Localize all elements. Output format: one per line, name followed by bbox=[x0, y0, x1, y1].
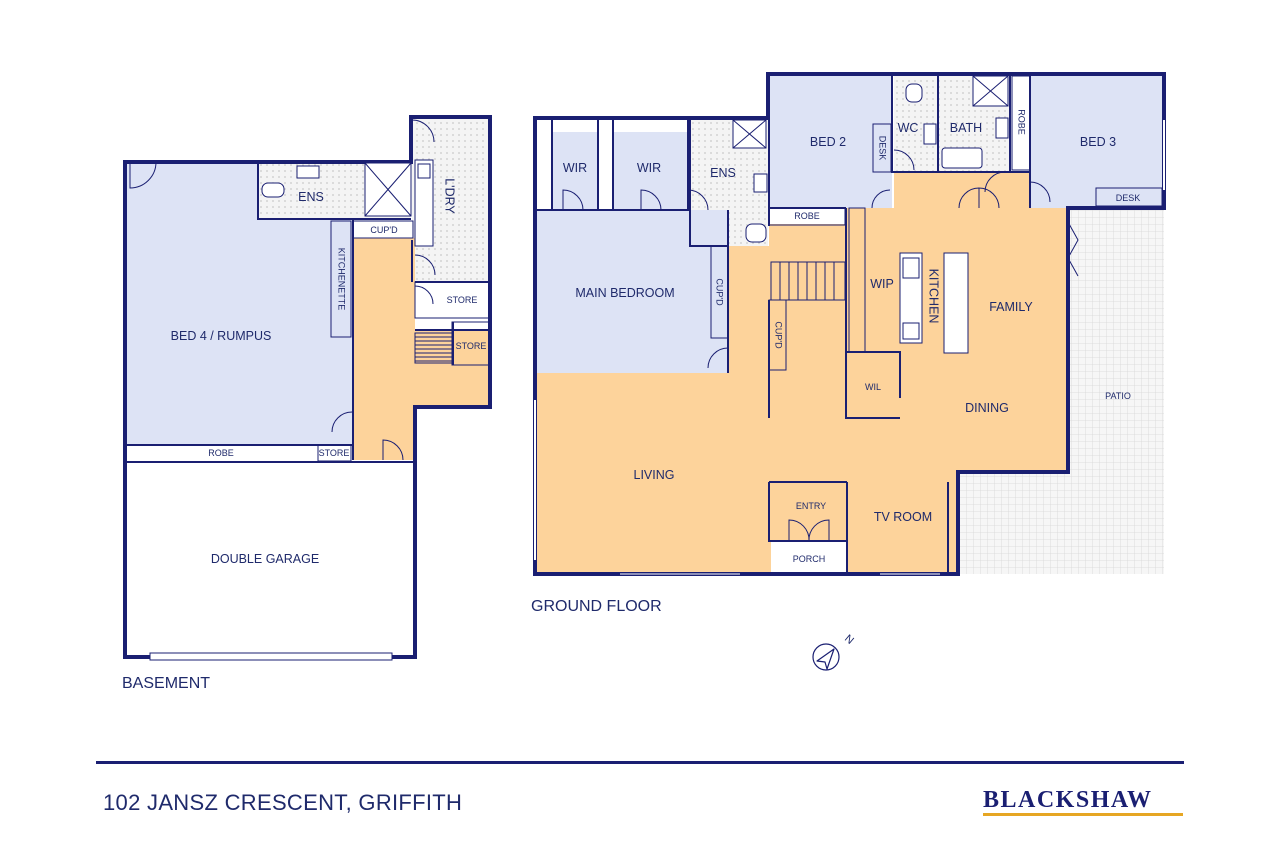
wir1-area bbox=[552, 132, 598, 210]
label-porch: PORCH bbox=[793, 554, 826, 564]
bed2-area bbox=[769, 74, 892, 208]
label-desk-bed3: DESK bbox=[1116, 193, 1141, 203]
label-wip: WIP bbox=[870, 277, 894, 291]
label-living: LIVING bbox=[634, 468, 675, 482]
label-family: FAMILY bbox=[989, 300, 1033, 314]
label-laundry: L'DRY bbox=[443, 178, 457, 214]
label-store-upper: STORE bbox=[447, 295, 478, 305]
label-wil: WIL bbox=[865, 382, 881, 392]
label-cupd-main: CUP'D bbox=[715, 278, 725, 306]
brand-logo-underline bbox=[983, 813, 1183, 816]
label-dining: DINING bbox=[965, 401, 1009, 415]
label-basement-ens: ENS bbox=[298, 190, 324, 204]
label-patio: PATIO bbox=[1105, 391, 1131, 401]
porch-area bbox=[771, 541, 847, 574]
label-tv-room: TV ROOM bbox=[874, 510, 932, 524]
basement-plan: BED 4 / RUMPUS ENS KITCHENETTE CUP'D L'D… bbox=[123, 115, 492, 661]
basement-stairs bbox=[414, 332, 453, 364]
property-address: 102 JANSZ CRESCENT, GRIFFITH bbox=[103, 790, 463, 815]
footer-divider bbox=[96, 761, 1184, 764]
label-bath: BATH bbox=[950, 121, 982, 135]
label-bed2: BED 2 bbox=[810, 135, 846, 149]
label-wir1: WIR bbox=[563, 161, 587, 175]
label-basement-robe: ROBE bbox=[208, 448, 234, 458]
label-basement-cupd: CUP'D bbox=[370, 225, 398, 235]
hall-upper-area bbox=[894, 172, 1030, 208]
compass-north-label: N bbox=[842, 633, 856, 647]
label-kitchen: KITCHEN bbox=[927, 269, 941, 324]
label-wir2: WIR bbox=[637, 161, 661, 175]
label-robe-hall: ROBE bbox=[794, 211, 820, 221]
ground-floor-plan: WIR WIR ENS BED 2 DESK WC BATH ROBE BED … bbox=[533, 72, 1166, 576]
living-area bbox=[535, 208, 1068, 574]
label-kitchenette: KITCHENETTE bbox=[337, 248, 347, 311]
bed3-area bbox=[1030, 74, 1164, 208]
brand-logo: BLACKSHAW bbox=[983, 787, 1153, 813]
label-garage: DOUBLE GARAGE bbox=[211, 552, 319, 566]
main-bedroom-area bbox=[535, 210, 728, 373]
ground-floor-caption: GROUND FLOOR bbox=[531, 598, 662, 615]
ground-stairs bbox=[770, 261, 846, 301]
label-main-bedroom: MAIN BEDROOM bbox=[575, 286, 674, 300]
label-cupd-hall: CUP'D bbox=[774, 321, 784, 349]
label-store-robe: STORE bbox=[319, 448, 350, 458]
label-bed4: BED 4 / RUMPUS bbox=[171, 329, 272, 343]
garage-area bbox=[125, 462, 415, 657]
basement-hall-area bbox=[353, 238, 415, 460]
label-ground-ens: ENS bbox=[710, 166, 736, 180]
label-entry: ENTRY bbox=[796, 501, 826, 511]
label-store-lower: STORE bbox=[456, 341, 487, 351]
label-bed3: BED 3 bbox=[1080, 135, 1116, 149]
wir2-area bbox=[613, 132, 688, 210]
label-wc: WC bbox=[898, 121, 919, 135]
label-desk-bed2: DESK bbox=[878, 136, 888, 161]
label-robe-bath: ROBE bbox=[1017, 109, 1027, 135]
patio-lower-area bbox=[958, 472, 1164, 574]
compass-arrow-icon bbox=[816, 648, 835, 670]
compass: N bbox=[812, 633, 856, 671]
basement-caption: BASEMENT bbox=[122, 675, 211, 692]
